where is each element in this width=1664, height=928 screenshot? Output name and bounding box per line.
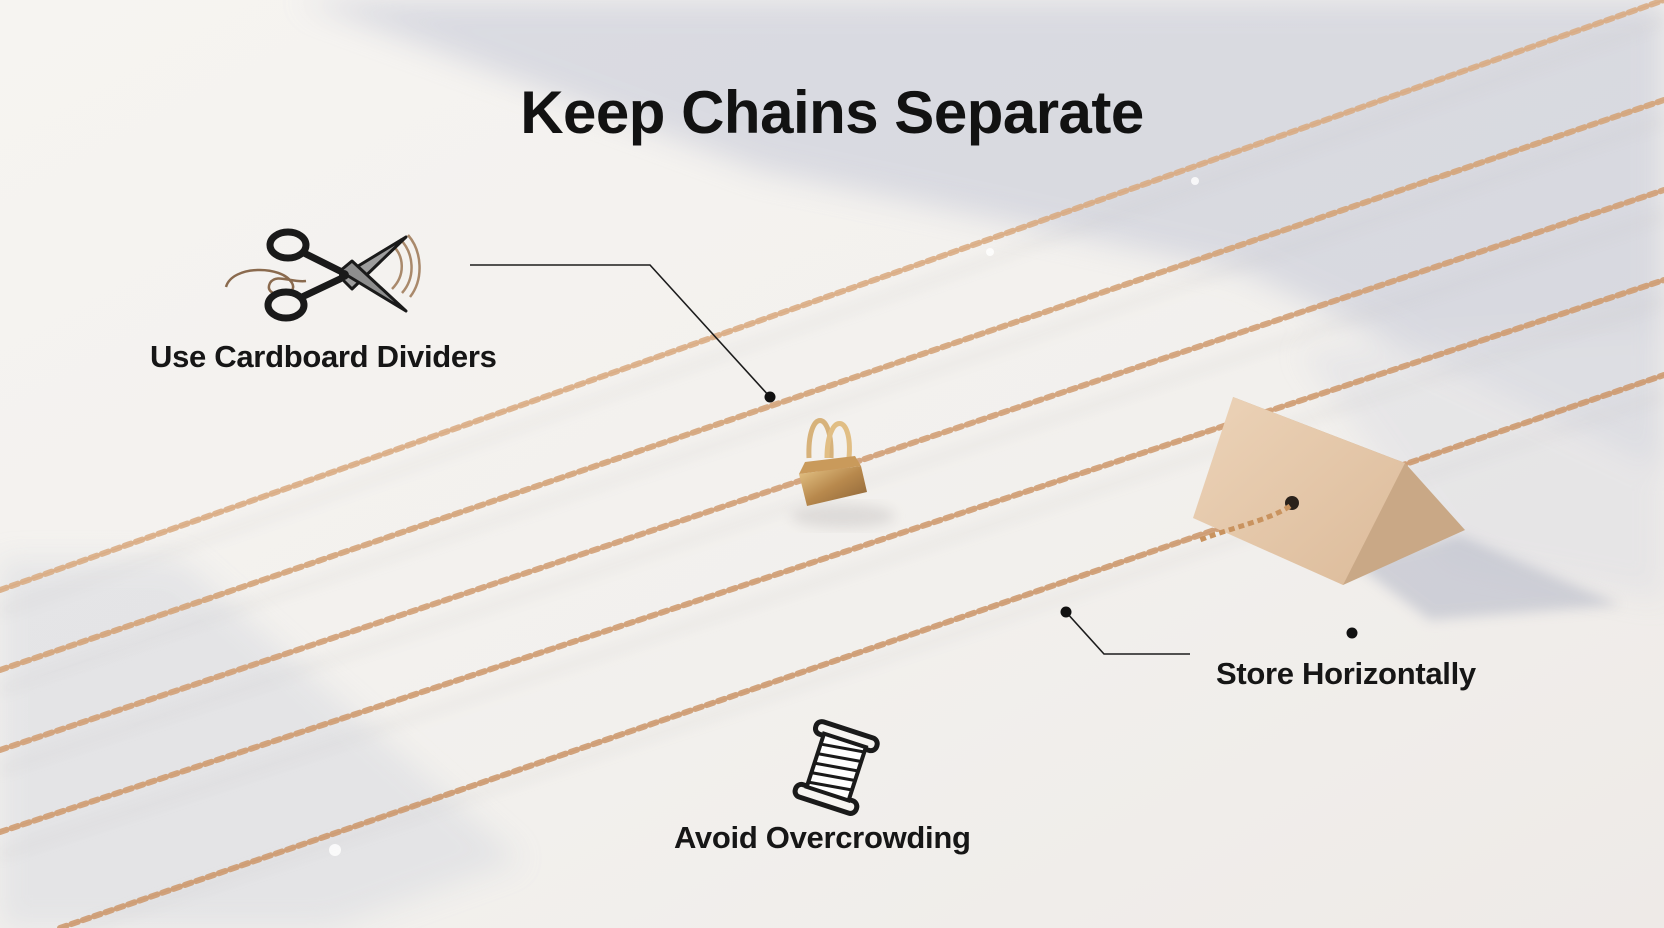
callout-label-horizontal: Store Horizontally [1216, 656, 1476, 691]
binder-clip [791, 418, 895, 528]
callout-dot-horizontal [1346, 627, 1358, 639]
sparkles [329, 177, 1199, 856]
thread-spool-icon [792, 719, 880, 816]
cardboard-divider [1193, 397, 1620, 620]
scissors-icon [224, 228, 421, 322]
callout-dot-horizontal-chain [1060, 606, 1072, 618]
callout-label-dividers: Use Cardboard Dividers [150, 339, 497, 374]
callout-line-horizontal [1065, 611, 1190, 655]
callout-lines [470, 264, 1190, 655]
chain-1 [0, 0, 1664, 593]
callout-label-overcrowding: Avoid Overcrowding [674, 820, 971, 855]
callout-line-dividers [470, 264, 771, 398]
page-title: Keep Chains Separate [520, 79, 1144, 146]
callout-dot-dividers [764, 391, 776, 403]
chain-4 [0, 277, 1664, 835]
callout-dots [764, 391, 1358, 639]
chain-2 [0, 97, 1664, 673]
